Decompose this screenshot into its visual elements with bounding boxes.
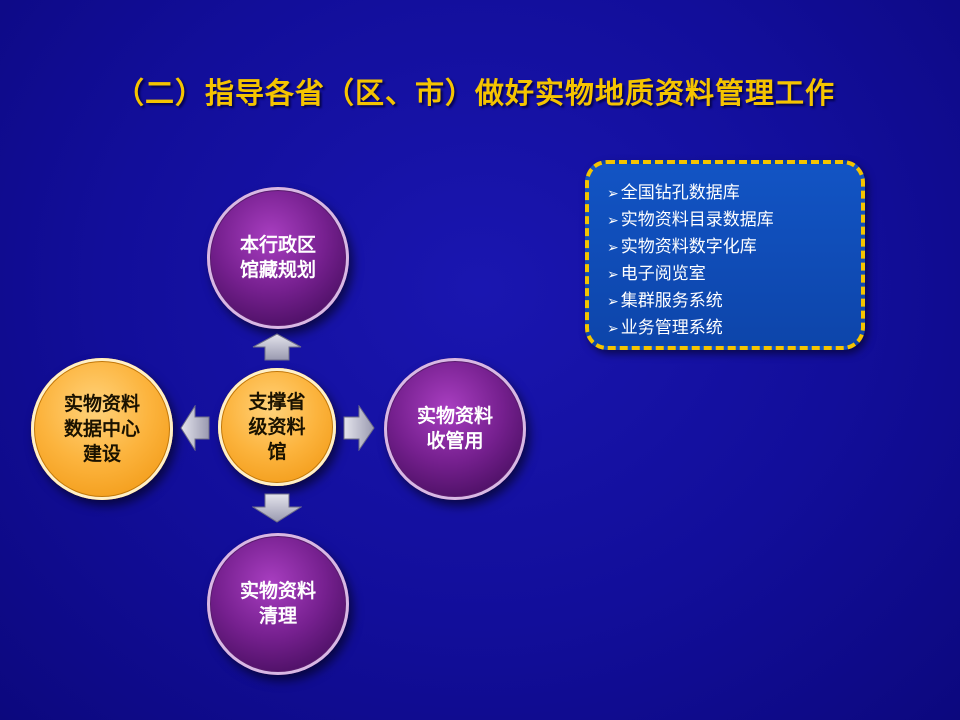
node-center: 支撑省 级资料 馆	[218, 368, 336, 486]
arrow-up	[252, 333, 302, 361]
list-item-label: 业务管理系统	[620, 318, 723, 338]
slide-title: （二）指导各省（区、市）做好实物地质资料管理工作	[115, 76, 836, 110]
node-top: 本行政区 馆藏规划	[207, 187, 349, 329]
list-item: ➢业务管理系统	[607, 315, 847, 342]
node-bottom: 实物资料 清理	[207, 533, 349, 675]
arrow-left	[180, 405, 210, 451]
node-top-label: 本行政区 馆藏规划	[239, 234, 316, 281]
arrow-bullet-icon: ➢	[607, 240, 619, 256]
node-left-label: 实物资料 数据中心 建设	[63, 392, 140, 465]
node-right: 实物资料 收管用	[384, 358, 526, 500]
list-item-label: 电子阅览室	[620, 264, 706, 284]
list-item-label: 集群服务系统	[620, 291, 723, 311]
node-bottom-label: 实物资料 清理	[239, 580, 316, 627]
database-list-panel: ➢全国钻孔数据库➢实物资料目录数据库➢实物资料数字化库➢电子阅览室➢集群服务系统…	[585, 160, 865, 350]
arrow-bullet-icon: ➢	[607, 321, 619, 337]
arrow-bullet-icon: ➢	[607, 294, 619, 310]
arrow-bullet-icon: ➢	[607, 267, 619, 283]
list-item: ➢实物资料数字化库	[607, 234, 847, 261]
arrow-down	[252, 493, 302, 523]
list-item-label: 全国钻孔数据库	[620, 183, 740, 203]
arrow-right	[343, 405, 375, 451]
list-item: ➢全国钻孔数据库	[607, 180, 847, 207]
list-item: ➢集群服务系统	[607, 288, 847, 315]
list-item-label: 实物资料目录数据库	[620, 210, 774, 230]
node-right-label: 实物资料 收管用	[416, 405, 493, 452]
node-center-label: 支撑省 级资料 馆	[248, 390, 306, 463]
arrow-bullet-icon: ➢	[607, 186, 619, 202]
node-left: 实物资料 数据中心 建设	[31, 358, 173, 500]
list-item-label: 实物资料数字化库	[620, 237, 757, 257]
list-item: ➢电子阅览室	[607, 261, 847, 288]
list-item: ➢实物资料目录数据库	[607, 207, 847, 234]
database-list: ➢全国钻孔数据库➢实物资料目录数据库➢实物资料数字化库➢电子阅览室➢集群服务系统…	[607, 180, 847, 342]
arrow-bullet-icon: ➢	[607, 213, 619, 229]
